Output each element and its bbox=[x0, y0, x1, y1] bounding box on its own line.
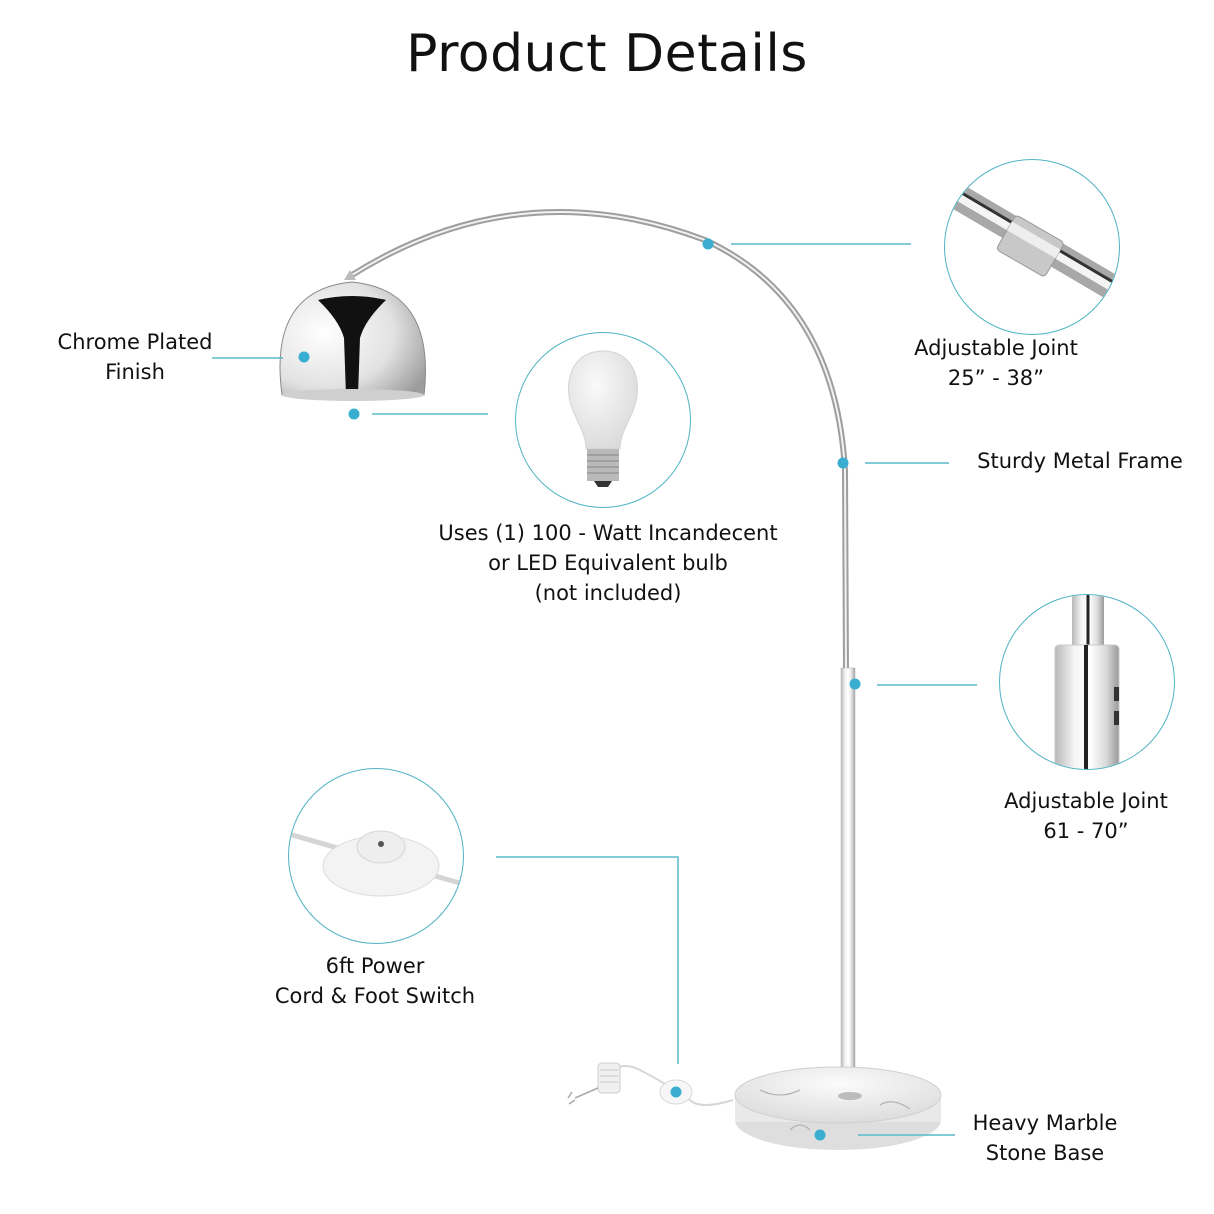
telescoping-joint-icon bbox=[1054, 595, 1120, 769]
marble-base bbox=[734, 1066, 942, 1124]
dot-marble-base bbox=[814, 1129, 826, 1141]
callout-bulb: Uses (1) 100 - Watt Incandecent or LED E… bbox=[438, 521, 778, 605]
callout-lower-joint: Adjustable Joint 61 - 70” bbox=[1004, 789, 1168, 843]
dot-chrome-finish bbox=[298, 351, 310, 363]
callout-chrome-finish: Chrome Plated Finish bbox=[57, 330, 213, 384]
bulb-detail-circle bbox=[515, 332, 691, 508]
lower-joint-detail-circle bbox=[999, 594, 1175, 770]
dot-upper-joint bbox=[702, 238, 714, 250]
callout-power-cord: 6ft Power Cord & Foot Switch bbox=[274, 954, 476, 1008]
callout-dots bbox=[298, 238, 861, 1141]
light-bulb-icon bbox=[568, 350, 638, 487]
callout-metal-frame: Sturdy Metal Frame bbox=[977, 449, 1183, 473]
upper-joint-detail-circle bbox=[944, 159, 1120, 335]
dot-bulb bbox=[348, 408, 360, 420]
joint-connector-icon bbox=[948, 183, 1119, 307]
callout-marble-base: Heavy Marble Stone Base bbox=[972, 1111, 1118, 1165]
foot-switch-detail-circle bbox=[288, 768, 464, 944]
page-title: Product Details bbox=[406, 24, 808, 84]
foot-switch-icon bbox=[289, 830, 463, 897]
dot-metal-frame bbox=[837, 457, 849, 469]
leader-lines bbox=[212, 243, 977, 1136]
dot-power-cord bbox=[670, 1086, 682, 1098]
dot-lower-joint bbox=[849, 678, 861, 690]
callout-upper-joint: Adjustable Joint 25” - 38” bbox=[914, 336, 1078, 390]
